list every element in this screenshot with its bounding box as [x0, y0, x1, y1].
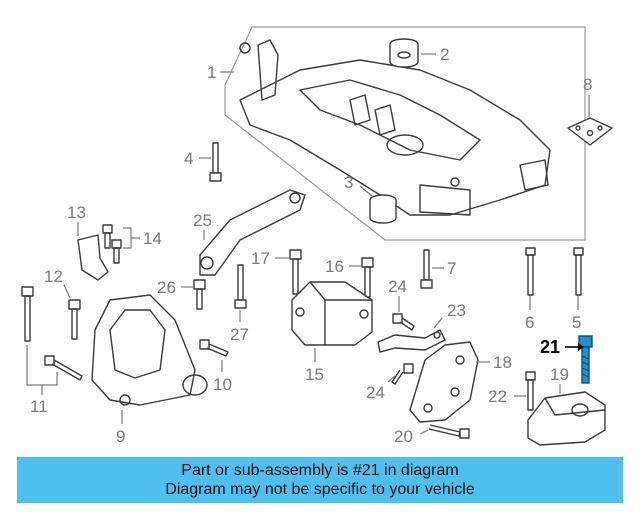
callout-26: 26	[157, 278, 176, 297]
callout-7: 7	[447, 259, 456, 278]
info-banner: Part or sub-assembly is #21 in diagram D…	[17, 457, 623, 503]
bolt-part-12	[63, 284, 81, 340]
callout-27: 27	[230, 325, 249, 344]
banner-line-part-number: Part or sub-assembly is #21 in diagram	[181, 462, 459, 479]
bolt-part-27	[234, 264, 247, 322]
callout-21: 21	[540, 337, 560, 357]
callout-5: 5	[572, 313, 581, 332]
bolt-part-24-lower	[387, 363, 414, 385]
callout-24-upper: 24	[388, 277, 407, 296]
callout-24-lower: 24	[366, 383, 385, 402]
bolt-part-4	[199, 142, 222, 182]
engine-mount-part-9	[91, 294, 208, 424]
bolt-part-26	[181, 279, 206, 310]
banner-line-disclaimer: Diagram may not be specific to your vehi…	[165, 481, 475, 498]
bolt-part-21-highlighted	[565, 335, 593, 384]
bolt-part-24-upper	[392, 296, 415, 331]
callout-11: 11	[30, 397, 48, 416]
bolt-part-6	[525, 247, 536, 310]
callout-3: 3	[344, 173, 353, 192]
callout-23: 23	[447, 301, 466, 320]
bushing-part-2	[389, 38, 436, 68]
callout-20: 20	[394, 427, 413, 446]
bolt-part-20	[419, 424, 470, 439]
callout-22: 22	[488, 387, 507, 406]
bushing-part-3	[359, 185, 397, 224]
mount-part-15	[291, 281, 373, 362]
callout-12: 12	[44, 267, 63, 286]
link-part-23	[377, 317, 446, 353]
callout-10: 10	[213, 375, 232, 394]
callout-18: 18	[493, 353, 512, 372]
bracket-part-18	[409, 341, 490, 423]
callout-4: 4	[184, 149, 193, 168]
callout-14: 14	[143, 229, 162, 248]
parts-diagram: 1 2 3 4 5 6 7 8 9 10 11 12 13 14 15 16 1…	[21, 26, 613, 446]
callout-17: 17	[251, 249, 270, 268]
callout-labels: 1 2 3 4 5 6 7 8 9 10 11 12 13 14 15 16 1…	[30, 45, 592, 446]
subframe-assembly	[224, 26, 586, 241]
callout-13: 13	[67, 203, 86, 222]
bolts-part-11	[21, 286, 83, 395]
callout-6: 6	[525, 313, 534, 332]
callout-9: 9	[116, 427, 125, 446]
bolts-part-14	[102, 224, 140, 264]
callout-1: 1	[207, 63, 216, 82]
callout-25: 25	[193, 211, 212, 230]
bracket-part-13	[77, 222, 109, 281]
torque-arm-part-25	[199, 189, 306, 276]
bolt-part-5	[573, 247, 584, 310]
callout-2: 2	[440, 45, 449, 64]
bolt-part-17	[275, 249, 302, 295]
bolt-part-10	[199, 339, 229, 372]
mount-part-19	[527, 384, 606, 446]
callout-8: 8	[583, 75, 592, 94]
callout-15: 15	[305, 365, 324, 384]
callout-19: 19	[550, 365, 569, 384]
bolt-part-7	[420, 249, 444, 289]
plate-part-8	[567, 95, 613, 146]
callout-16: 16	[325, 257, 344, 276]
bolt-part-22	[514, 371, 536, 411]
